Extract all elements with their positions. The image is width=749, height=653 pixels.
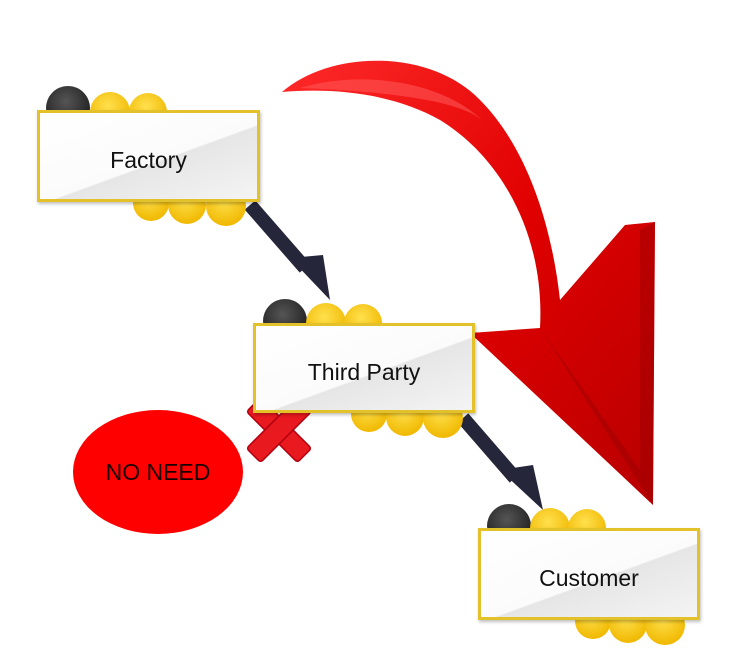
big-red-curved-arrow xyxy=(282,60,655,505)
no-need-callout: NO NEED xyxy=(73,410,243,534)
connector-thirdparty-to-customer xyxy=(457,413,543,510)
no-need-label: NO NEED xyxy=(105,458,211,485)
connector-factory-to-thirdparty xyxy=(244,200,330,300)
red-x-icon xyxy=(246,397,312,463)
node-third-party: Third Party xyxy=(253,323,475,413)
node-third-party-label: Third Party xyxy=(307,358,421,385)
node-factory-label: Factory xyxy=(110,146,187,173)
node-customer: Customer xyxy=(478,528,700,620)
node-factory: Factory xyxy=(37,110,260,202)
node-customer-label: Customer xyxy=(539,564,639,591)
